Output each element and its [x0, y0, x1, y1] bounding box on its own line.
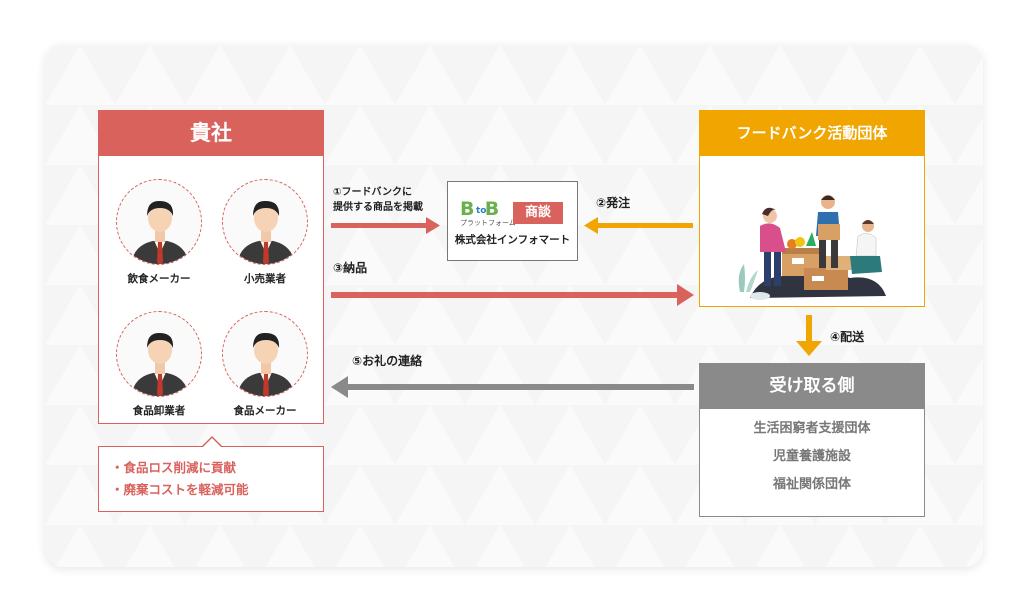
businessman-avatar: [222, 179, 308, 265]
step1-label-line1: ①フードバンクに: [333, 185, 423, 200]
businessman-avatar: [116, 311, 202, 397]
btob-logo-subtitle: プラットフォーム: [460, 218, 516, 228]
step1-label-line2: 提供する商品を掲載: [333, 200, 423, 215]
platform-box: B B to プラットフォーム 商談 株式会社インフォマート: [447, 181, 578, 261]
foodbank-title: フードバンク活動団体: [699, 110, 925, 156]
receiver-item: 福祉関係団体: [700, 471, 924, 499]
step3-label: ③納品: [333, 259, 367, 276]
member-wholesaler: 食品卸業者: [113, 311, 205, 418]
benefit-item: ・食品ロス削減に貢献: [111, 457, 323, 479]
shoudan-badge: 商談: [513, 202, 563, 224]
member-label: 食品卸業者: [113, 403, 205, 418]
receiver-item: 生活困窮者支援団体: [700, 415, 924, 443]
businessman-avatar: [116, 179, 202, 265]
member-food-maker: 飲食メーカー: [113, 179, 205, 286]
company-title: 貴社: [98, 110, 324, 156]
member-label: 食品メーカー: [219, 403, 311, 418]
member-retailer: 小売業者: [219, 179, 311, 286]
member-food-manufacturer: 食品メーカー: [219, 311, 311, 418]
member-label: 飲食メーカー: [113, 271, 205, 286]
arrow-step4: [796, 315, 822, 356]
step4-label: ④配送: [830, 328, 864, 345]
btob-logo-to: to: [476, 206, 487, 216]
benefits-box: ・食品ロス削減に貢献 ・廃棄コストを軽減可能: [98, 446, 324, 512]
volunteers-illustration: [700, 156, 924, 304]
benefit-item: ・廃棄コストを軽減可能: [111, 479, 323, 501]
step1-label: ①フードバンクに 提供する商品を掲載: [333, 185, 423, 215]
arrow-step1: [331, 217, 440, 234]
member-label: 小売業者: [219, 271, 311, 286]
arrow-step2: [584, 217, 693, 234]
arrow-step5: [331, 376, 694, 398]
receiver-list: 生活困窮者支援団体 児童養護施設 福祉関係団体: [700, 409, 924, 499]
step5-label: ⑤お礼の連絡: [352, 352, 422, 369]
step2-label: ②発注: [596, 194, 630, 211]
company-block: 貴社 飲食メーカー 小売業者: [98, 110, 324, 424]
benefits-pointer-fill: [202, 438, 222, 448]
receiver-block: 受け取る側 生活困窮者支援団体 児童養護施設 福祉関係団体: [699, 363, 925, 517]
receiver-title: 受け取る側: [699, 363, 925, 409]
businessman-avatar: [222, 311, 308, 397]
foodbank-block: フードバンク活動団体: [699, 110, 925, 307]
platform-company-name: 株式会社インフォマート: [448, 232, 577, 247]
arrow-step3: [331, 284, 694, 306]
receiver-item: 児童養護施設: [700, 443, 924, 471]
